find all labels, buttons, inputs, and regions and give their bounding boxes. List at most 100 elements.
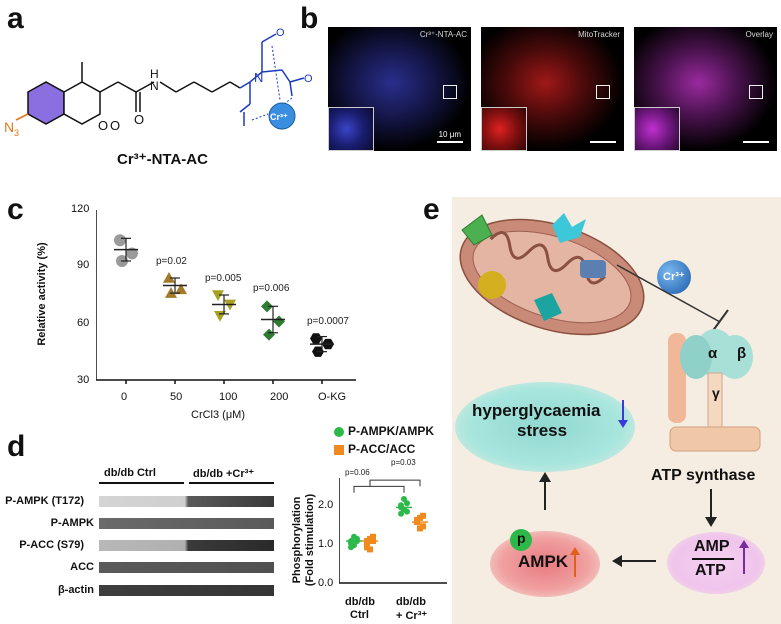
chart-c-xtick: O-KG bbox=[318, 391, 347, 403]
micrograph-probe-label: Cr³⁺-NTA-AC bbox=[419, 30, 467, 39]
data-point bbox=[414, 517, 420, 523]
data-point bbox=[364, 544, 370, 551]
chart-d-pval: p=0.06 bbox=[345, 468, 370, 477]
micrograph-overlay-label: Overlay bbox=[745, 30, 773, 39]
micrograph-mitotracker-label: MitoTracker bbox=[578, 30, 620, 39]
blot-label: P-ACC (S79) bbox=[19, 539, 84, 551]
scale-bar bbox=[437, 141, 463, 143]
chart-c-xtick: 0 bbox=[121, 391, 128, 403]
atp-synthase bbox=[668, 329, 761, 452]
chart-c-pval: p=0.006 bbox=[253, 283, 290, 294]
significance-bracket bbox=[369, 479, 421, 487]
data-point bbox=[401, 496, 407, 502]
data-point bbox=[398, 510, 404, 517]
blot-band-p-ampk bbox=[99, 518, 274, 529]
arrow-amp-to-ampk bbox=[612, 555, 656, 567]
chart-c-ytick: 90 bbox=[77, 259, 90, 271]
data-point bbox=[163, 272, 175, 283]
complex-yellow bbox=[478, 271, 506, 299]
blot-label: ACC bbox=[70, 561, 94, 573]
blot-group-header-cr: db/db +Cr³⁺ bbox=[193, 468, 255, 480]
panel-a-letter: a bbox=[7, 2, 24, 35]
panel-e-letter: e bbox=[423, 193, 440, 226]
blot-band-acc bbox=[99, 562, 274, 573]
blot-label: β-actin bbox=[57, 584, 94, 596]
chart-d-plot bbox=[339, 478, 447, 584]
blot-label: P-AMPK bbox=[50, 517, 94, 529]
data-point bbox=[261, 300, 273, 313]
blot-band-p-ampk-t172 bbox=[99, 496, 274, 507]
azide-label: N bbox=[4, 119, 14, 135]
stress-label-line1: hyperglycaemia bbox=[472, 401, 601, 420]
carbonyl-oxygen-label: O bbox=[110, 118, 120, 133]
atp-label: ATP bbox=[695, 562, 726, 579]
blot-band-beta-actin bbox=[99, 585, 274, 596]
blot-group-header-ctrl: db/db Ctrl bbox=[104, 467, 156, 479]
data-point bbox=[420, 523, 426, 530]
legend-square-p-acc bbox=[334, 445, 344, 455]
cr-ion-label: Cr³⁺ bbox=[663, 271, 685, 283]
blot-label: P-AMPK (T172) bbox=[5, 495, 84, 507]
p-badge bbox=[510, 529, 532, 551]
chart-d-ytick: 2.0 bbox=[318, 499, 334, 511]
chart-d-ytick: 0.0 bbox=[318, 577, 334, 589]
ampk-label: AMPK bbox=[518, 552, 569, 571]
stress-node bbox=[455, 382, 635, 472]
ampk-node bbox=[490, 531, 600, 597]
ampk-up-arrow bbox=[570, 547, 580, 577]
p-badge-label: p bbox=[517, 530, 526, 546]
zoom-inset bbox=[481, 107, 527, 151]
subunit-beta: β bbox=[737, 345, 747, 362]
chart-d-ylabel-line2: (Fold stimulation) bbox=[304, 493, 316, 587]
complex-teal bbox=[534, 293, 562, 321]
inhibition-arrow bbox=[616, 264, 729, 333]
chart-c-xtick: 200 bbox=[270, 391, 289, 403]
cr-ion bbox=[657, 260, 691, 294]
complex-blue bbox=[580, 260, 606, 278]
stress-down-arrow bbox=[618, 400, 628, 428]
chart-c-ytick: 60 bbox=[77, 317, 90, 329]
stress-label-line2: stress bbox=[517, 421, 568, 440]
blot-band-p-acc bbox=[99, 540, 274, 551]
chromium-ion bbox=[268, 102, 296, 130]
chart-d-ylabel-line1: Phosphorylation bbox=[291, 496, 303, 584]
tertiary-amine-label: N bbox=[254, 70, 263, 85]
legend-label-p-ampk: P-AMPK/AMPK bbox=[348, 424, 434, 438]
amide-h-label: H bbox=[150, 67, 159, 81]
coumarin-pyrone-ring bbox=[63, 81, 101, 125]
blot-group-line-cr bbox=[189, 482, 274, 484]
data-point bbox=[263, 328, 275, 341]
zoom-region-box bbox=[443, 85, 457, 99]
legend-dot-p-ampk bbox=[334, 427, 344, 437]
chart-c-pval: p=0.005 bbox=[205, 273, 242, 284]
chemical-structure: N 3 O O O H N N O O Cr³⁺ bbox=[4, 27, 313, 138]
arrow-synthase-to-amp bbox=[705, 489, 717, 527]
data-point bbox=[273, 315, 285, 328]
chromium-ion-label: Cr³⁺ bbox=[270, 112, 288, 122]
panel-c-letter: c bbox=[7, 193, 24, 226]
chart-c-ytick: 30 bbox=[77, 374, 90, 386]
chart-c-xtick: 50 bbox=[170, 391, 183, 403]
chart-d-xtick: Ctrl bbox=[350, 609, 369, 621]
coumarin-benzene-ring bbox=[27, 81, 65, 125]
azide-subscript: 3 bbox=[14, 128, 19, 138]
data-point bbox=[310, 333, 322, 344]
scale-bar bbox=[590, 141, 616, 143]
carboxylate-oxygen-label: O bbox=[276, 27, 285, 39]
chart-c-xtick: 100 bbox=[219, 391, 238, 403]
scale-bar bbox=[743, 141, 769, 143]
amp-atp-node bbox=[667, 532, 765, 594]
blot-group-line-ctrl bbox=[99, 482, 184, 484]
data-point bbox=[114, 234, 126, 247]
data-point bbox=[212, 290, 224, 301]
data-point bbox=[404, 500, 410, 507]
significance-bracket bbox=[353, 485, 405, 493]
micrograph-overlay: Overlay bbox=[634, 27, 777, 151]
scalebar-label: 10 μm bbox=[438, 130, 461, 139]
data-point bbox=[348, 544, 354, 551]
chart-d-ytick: 1.0 bbox=[318, 538, 334, 550]
amide-oxygen-label: O bbox=[134, 112, 144, 127]
chart-c-ylabel: Relative activity (%) bbox=[36, 242, 48, 346]
panel-b-letter: b bbox=[300, 2, 319, 35]
panel-d-letter: d bbox=[7, 430, 26, 463]
